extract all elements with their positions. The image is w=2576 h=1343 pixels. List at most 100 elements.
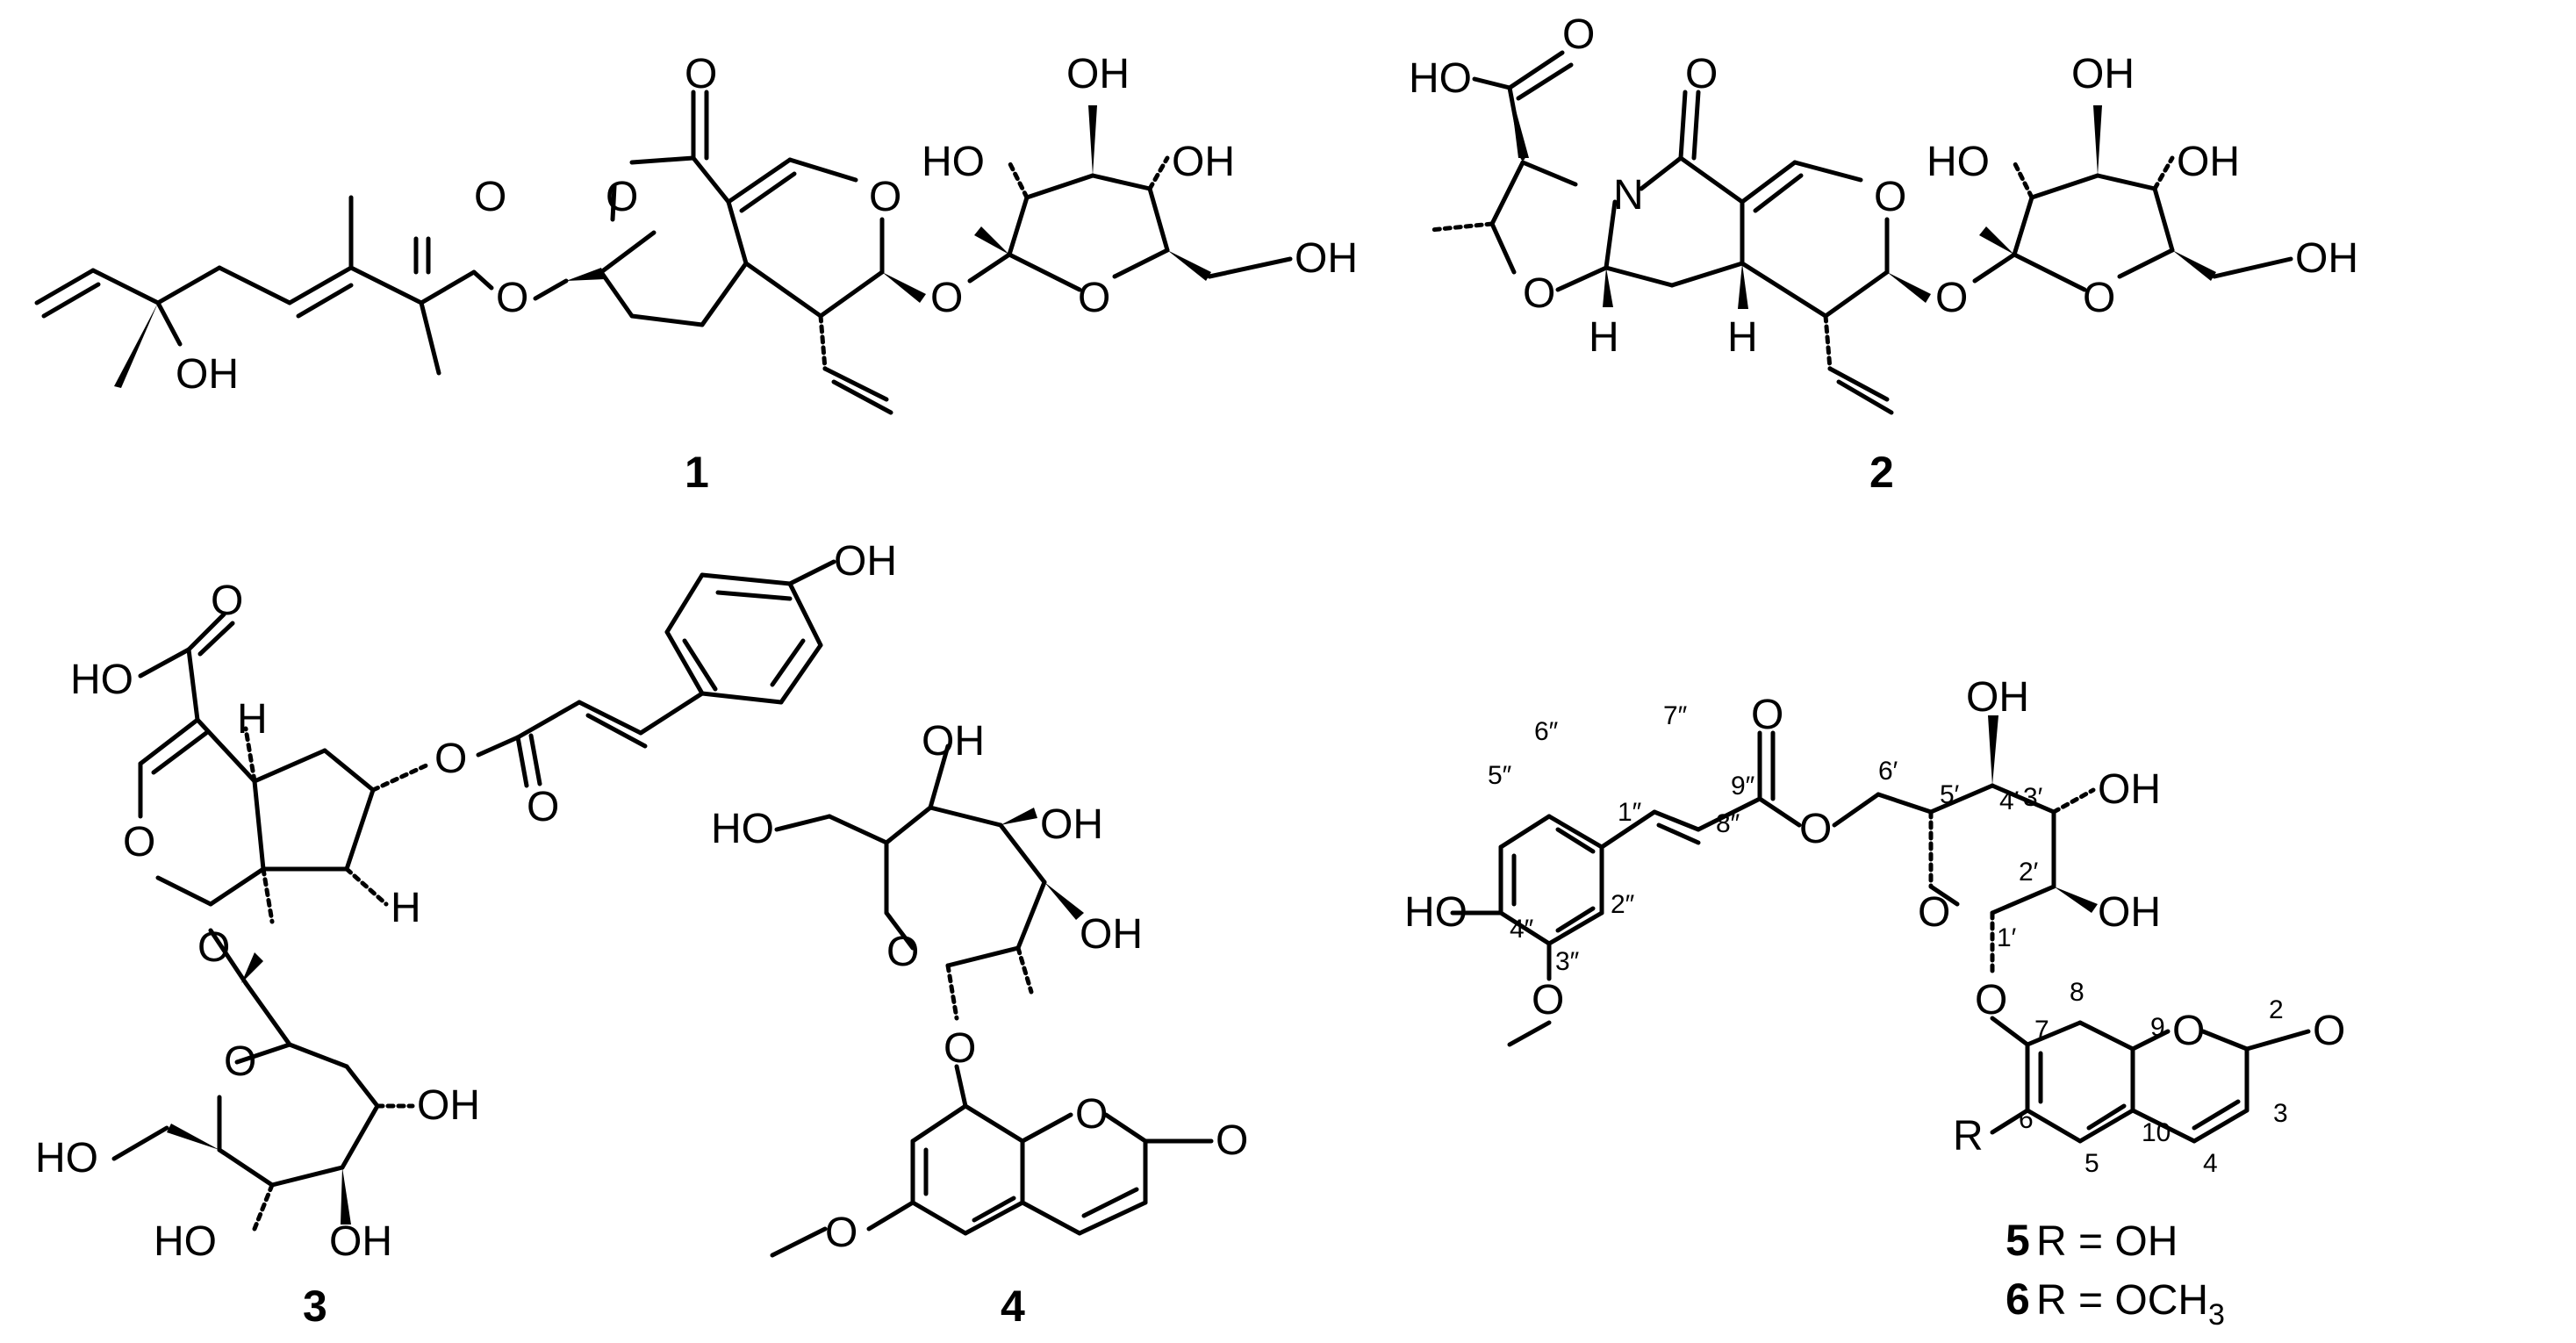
locant-8pp: 8″ [1716, 809, 1740, 838]
compound-1-label: 1 [685, 448, 709, 497]
atom-o-1b: O [496, 275, 528, 321]
compound-5-caption: R = OH [2036, 1218, 2178, 1265]
atom-o-1c: O [606, 174, 638, 220]
locant-10: 10 [2142, 1118, 2171, 1147]
atom-o-5c: O [1799, 806, 1832, 852]
locant-2pp: 2″ [1611, 890, 1635, 919]
atom-oh-3c: OH [329, 1218, 392, 1265]
atom-oh-4b: OH [1040, 801, 1103, 848]
locant-3pp: 3″ [1555, 947, 1580, 976]
compound-5-label: 5 [2006, 1216, 2030, 1265]
locant-9: 9 [2150, 1013, 2165, 1042]
atom-o-1g: O [1078, 275, 1110, 321]
atom-oh-1c: OH [1172, 139, 1235, 185]
atom-o-2c: O [1523, 270, 1555, 317]
locant-3p: 3′ [2023, 783, 2043, 812]
atom-oh-5c: OH [2098, 889, 2161, 936]
atom-o-1f: O [930, 275, 963, 321]
atom-oh-2c: OH [2295, 235, 2358, 282]
atom-ho-3a: HO [70, 657, 133, 703]
locant-4pp: 4″ [1510, 915, 1534, 944]
compound-6-label: 6 [2006, 1275, 2030, 1324]
compound-4-label: 4 [1001, 1282, 1025, 1331]
atom-o-5d: O [1918, 889, 1950, 936]
compound-4-structure: OH HO OH OH O O O O O 4 [711, 718, 1248, 1331]
compound-1-structure: OH O O O O O O O HO OH OH OH 1 [34, 51, 1358, 497]
atom-o-3f: O [224, 1038, 256, 1085]
locant-5pp: 5″ [1488, 761, 1512, 790]
locant-2p: 2′ [2019, 858, 2039, 887]
atom-ho-1a: HO [922, 139, 985, 185]
atom-ho-2a: HO [1409, 55, 1472, 102]
atom-oh-5b: OH [2098, 766, 2161, 813]
locant-2: 2 [2269, 995, 2284, 1024]
locant-8: 8 [2070, 978, 2084, 1007]
compound-3-label: 3 [303, 1282, 327, 1331]
locant-5: 5 [2084, 1149, 2099, 1178]
atom-n-2: N [1613, 172, 1644, 219]
locant-6: 6 [2019, 1105, 2034, 1134]
locant-6pp: 6″ [1534, 717, 1559, 746]
atom-o-5g: O [2313, 1008, 2345, 1054]
compound-2-label: 2 [1869, 448, 1894, 497]
atom-o-2e: O [1935, 275, 1968, 321]
atom-oh-4c: OH [1080, 911, 1143, 958]
atom-h-2a: H [1589, 314, 1619, 361]
atom-oh-1d: OH [1295, 235, 1358, 282]
compound-6-caption: R = OCH3 [2036, 1277, 2225, 1332]
atom-o-3b: O [123, 819, 155, 865]
locant-3: 3 [2273, 1099, 2288, 1128]
atom-oh-1b: OH [1066, 51, 1130, 97]
atom-oh-5a: OH [1966, 674, 2029, 721]
atom-o-5a: O [1532, 977, 1564, 1023]
atom-oh-3a: OH [834, 538, 897, 585]
locant-4: 4 [2203, 1149, 2218, 1178]
atom-o-4e: O [825, 1210, 857, 1256]
locant-6p: 6′ [1878, 757, 1898, 786]
compound-6-caption-subscript: 3 [2208, 1298, 2225, 1332]
atom-h-3b: H [391, 885, 421, 931]
atom-oh-4a: OH [922, 718, 985, 765]
compound-3-structure: O HO H O H O O OH O O OH OH HO HO 3 [35, 538, 897, 1331]
atom-ho-2b: HO [1927, 139, 1990, 185]
compound-2-structure: HO O O N O H H O O O HO OH OH OH 2 [1409, 11, 2358, 497]
atom-o-2b: O [1685, 51, 1718, 97]
atom-o-4d: O [1216, 1117, 1248, 1164]
atom-r-5: R [1953, 1113, 1984, 1160]
atom-oh-2a: OH [2071, 51, 2135, 97]
locant-9pp: 9″ [1731, 772, 1755, 801]
atom-o-5f: O [2172, 1008, 2205, 1054]
atom-h-2b: H [1727, 314, 1758, 361]
atom-ho-5a: HO [1404, 889, 1467, 936]
atom-o-2a: O [1562, 11, 1595, 58]
atom-ho-3b: HO [154, 1218, 217, 1265]
locant-7: 7 [2034, 1016, 2049, 1045]
atom-oh-1a: OH [176, 351, 239, 398]
locant-4p: 4′ [1999, 786, 2020, 815]
atom-o-5b: O [1751, 692, 1783, 738]
atom-o-3e: O [197, 924, 230, 971]
atom-h-3a: H [237, 696, 268, 743]
locant-1p: 1′ [1997, 923, 2017, 952]
atom-o-5e: O [1975, 977, 2007, 1023]
atom-o-1e: O [869, 174, 901, 220]
atom-o-4a: O [886, 929, 919, 975]
locant-5p: 5′ [1940, 780, 1960, 809]
compound-6-caption-main: R = OCH [2036, 1277, 2208, 1324]
atom-o-3c: O [434, 736, 467, 782]
locant-7pp: 7″ [1663, 701, 1688, 730]
compound-5-6-structure: HO O O O OH OH O OH O O O R 5″ 6″ 7″ 1″ … [1404, 674, 2345, 1332]
atom-o-4b: O [944, 1025, 976, 1072]
atom-o-1d: O [685, 51, 717, 97]
atom-o-3d: O [527, 784, 559, 830]
locant-1pp: 1″ [1618, 798, 1642, 827]
atom-o-2f: O [2083, 275, 2115, 321]
atom-o-4c: O [1075, 1091, 1108, 1138]
atom-oh-3b: OH [417, 1082, 480, 1129]
atom-o-3a: O [211, 578, 243, 624]
atom-ho-3c: HO [35, 1135, 98, 1181]
atom-oh-2b: OH [2177, 139, 2240, 185]
atom-o-1a: O [474, 174, 506, 220]
atom-ho-4a: HO [711, 806, 774, 852]
